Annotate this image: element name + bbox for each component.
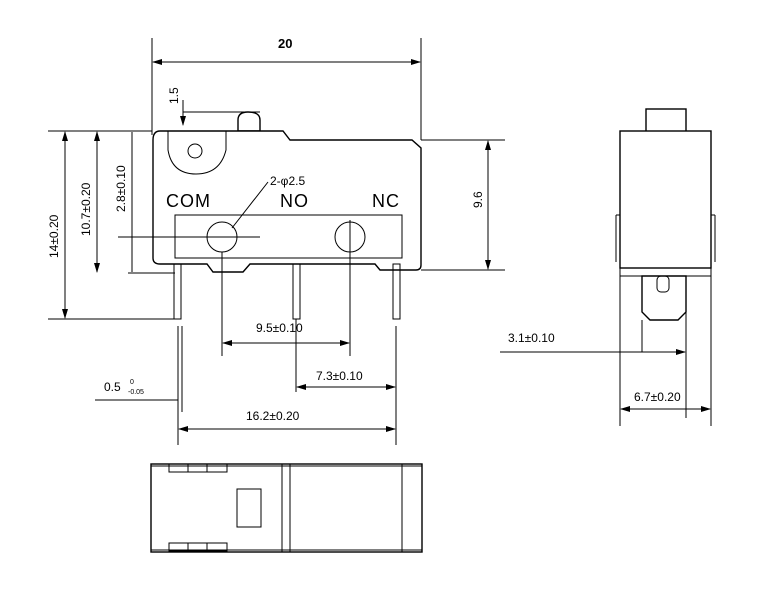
pin-no [292,263,301,320]
dim-pitch-no-nc-label: 7.3±0.10 [316,369,363,383]
dim-lever-label: 1.5 [167,87,181,104]
hole-label: 2-φ2.5 [270,174,305,188]
dim-pin-offset-label: 3.1±0.10 [508,331,555,345]
lever-nub [237,111,261,132]
pin-nc [392,263,401,320]
pin-thickness-label: 0.5 [104,380,121,394]
front-view: 20 1.5 COM NO NC 2-φ2.5 [47,36,505,445]
actuator-hole [187,143,203,159]
bottom-window [236,488,262,528]
terminal-nc-label: NC [372,191,400,211]
dim-span-total-label: 16.2±0.20 [246,409,300,423]
dim-width-label: 20 [278,36,292,51]
side-terminal [641,275,687,321]
pin-tol-upper: 0 [130,379,134,386]
actuator-cutout [167,131,227,175]
bottom-view [150,463,423,553]
pin-com [173,263,182,320]
dim-height-28-label: 2.8±0.10 [114,165,128,212]
dim-side-width-label: 6.7±0.20 [634,390,681,404]
bottom-tab-bottom [168,542,228,552]
dim-height-total-label: 14±0.20 [47,214,61,258]
dim-pitch-com-nc-label: 9.5±0.10 [256,321,303,335]
terminal-com-label: COM [166,191,211,211]
dim-height-right-label: 9.6 [471,191,485,208]
dim-height-107-label: 10.7±0.20 [79,182,93,236]
side-view: 3.1±0.10 6.7±0.20 [500,108,716,426]
terminal-no-label: NO [280,191,309,211]
side-plunger [645,108,687,133]
pin-tol-lower: -0.05 [128,389,144,396]
bottom-body [150,463,423,553]
side-base [619,267,712,277]
bottom-tab-top [168,463,228,473]
side-body [619,130,712,269]
side-terminal-hole [656,275,670,293]
hole-leader [231,181,269,229]
